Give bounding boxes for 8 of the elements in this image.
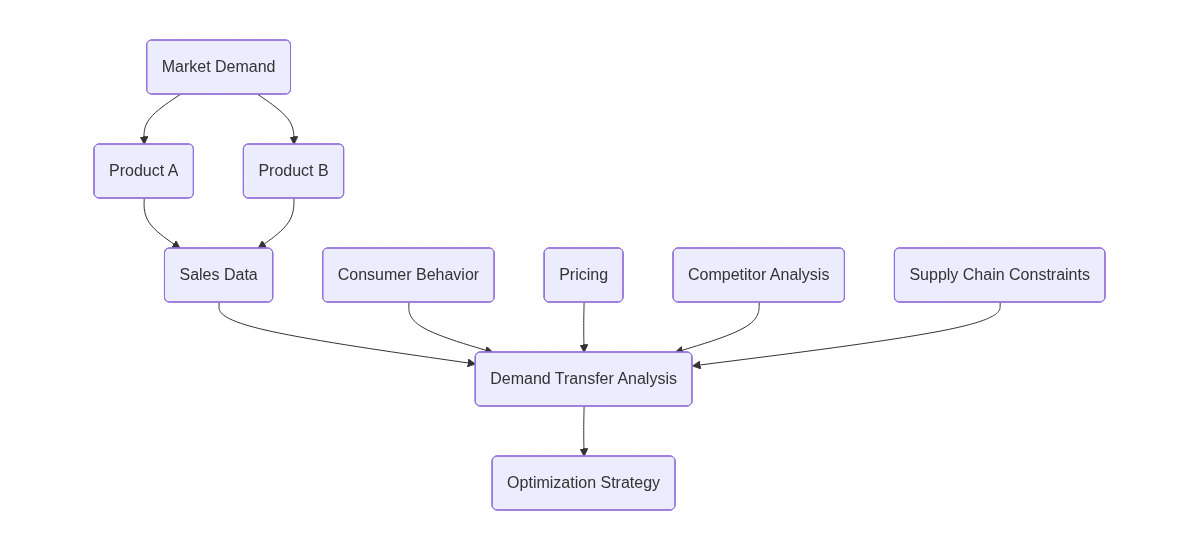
arrow — [257, 93, 298, 145]
arrow — [143, 197, 181, 249]
arrow — [579, 301, 588, 353]
arrow — [579, 405, 588, 457]
arrow — [139, 93, 181, 145]
arrow — [257, 197, 295, 249]
arrow — [218, 301, 476, 367]
arrow — [691, 301, 1001, 369]
